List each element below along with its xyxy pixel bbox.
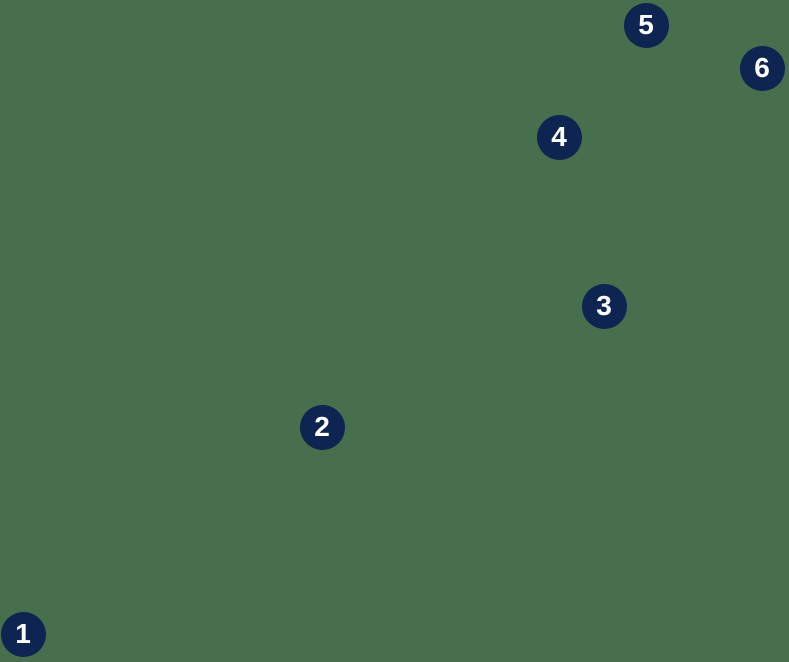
map-marker-4[interactable]: 4 — [536, 114, 582, 160]
map-marker-5[interactable]: 5 — [623, 2, 669, 48]
map-marker-3[interactable]: 3 — [581, 283, 627, 329]
map-marker-1[interactable]: 1 — [0, 611, 46, 657]
map-marker-6[interactable]: 6 — [739, 45, 785, 91]
map-marker-2[interactable]: 2 — [299, 404, 345, 450]
